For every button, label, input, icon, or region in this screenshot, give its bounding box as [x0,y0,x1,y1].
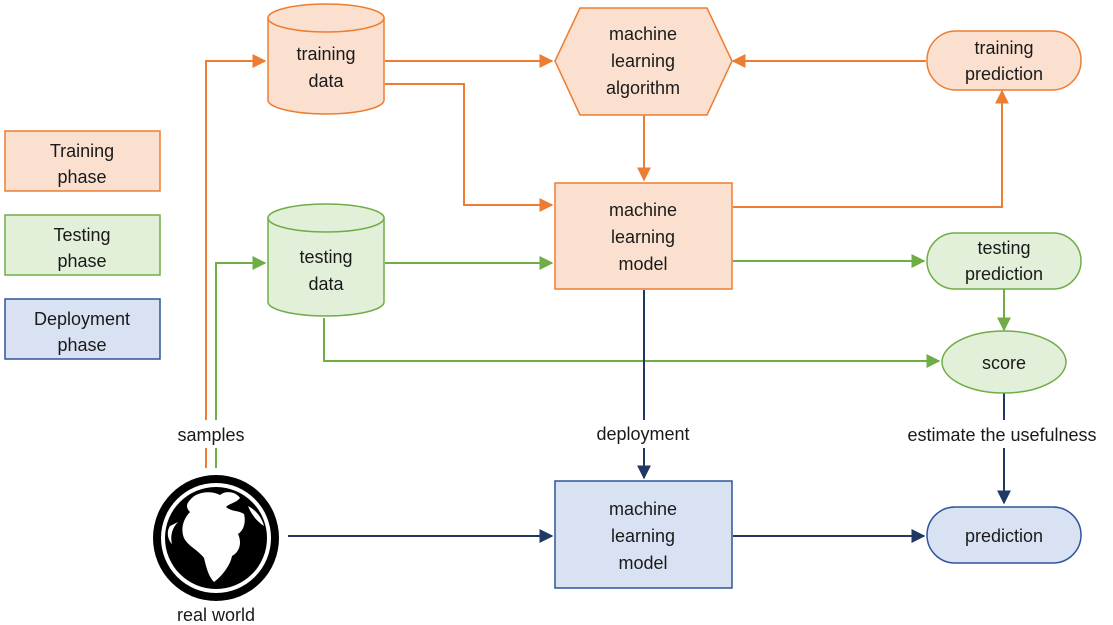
globe-icon [153,475,279,601]
deployment-label: deployment [596,424,689,444]
edge-model-to-training-prediction [733,89,1009,208]
edge-labels: samples deployment estimate the usefulne… [166,420,1112,448]
samples-label: samples [177,425,244,445]
edge-testing-data-to-score [323,318,941,368]
prediction-node: prediction [926,506,1082,564]
edges [205,54,1011,543]
score-node: score [941,330,1067,394]
score-label: score [982,353,1026,373]
real-world-label: real world [177,605,255,625]
estimate-usefulness-label: estimate the usefulness [907,425,1096,445]
edge-training-data-to-model [385,83,554,212]
edge-samples-to-testing-data [215,256,267,468]
prediction-label: prediction [965,526,1043,546]
real-world-node: real world [153,475,279,625]
edge-samples-to-training-data [205,54,267,468]
